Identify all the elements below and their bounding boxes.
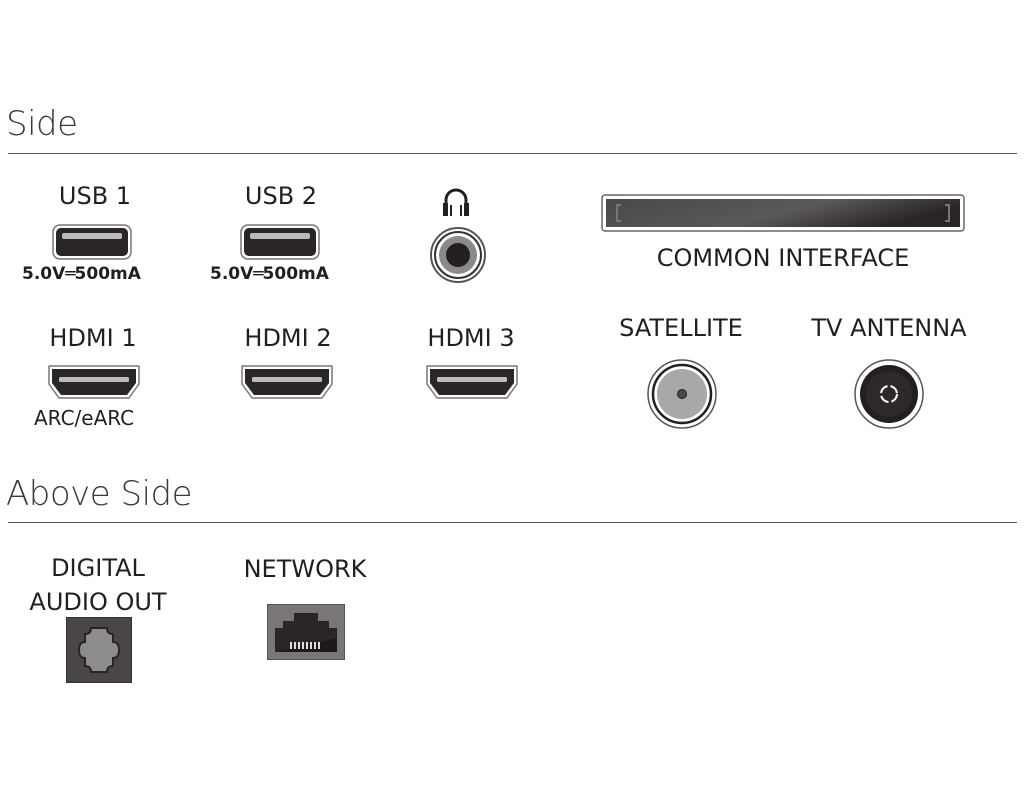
satellite-connector-icon	[645, 358, 719, 430]
hdmi3-label: HDMI 3	[427, 324, 515, 352]
divider-side	[8, 153, 1017, 154]
headphones-icon	[441, 186, 471, 218]
antenna-connector-icon	[852, 358, 926, 430]
tv-antenna-label: TV ANTENNA	[811, 314, 967, 342]
headphone-jack-icon	[429, 226, 487, 284]
hdmi2-label: HDMI 2	[244, 324, 332, 352]
hdmi-port-icon	[423, 362, 521, 402]
satellite-label: SATELLITE	[619, 314, 743, 342]
usb2-label: USB 2	[244, 182, 318, 210]
hdmi1-arc-label: ARC/eARC	[34, 406, 135, 430]
ethernet-port-icon	[267, 604, 345, 660]
ci-slot-icon	[601, 194, 965, 232]
common-interface-label: COMMON INTERFACE	[656, 244, 910, 272]
usb1-spec: 5.0V═500mA	[22, 264, 141, 284]
divider-above-side	[8, 522, 1017, 523]
usb1-label: USB 1	[58, 182, 132, 210]
network-label: NETWORK	[243, 555, 367, 583]
hdmi-port-icon	[238, 362, 336, 402]
section-title-side: Side	[6, 104, 78, 144]
usb-port-icon	[240, 224, 320, 260]
optical-port-icon	[66, 617, 132, 683]
hdmi1-label: HDMI 1	[49, 324, 137, 352]
usb2-spec: 5.0V═500mA	[210, 264, 329, 284]
digital-audio-label-line2: AUDIO OUT	[29, 588, 167, 616]
section-title-above-side: Above Side	[6, 474, 193, 514]
digital-audio-label-line1: DIGITAL	[51, 554, 145, 582]
usb-port-icon	[52, 224, 132, 260]
hdmi-port-icon	[45, 362, 143, 402]
